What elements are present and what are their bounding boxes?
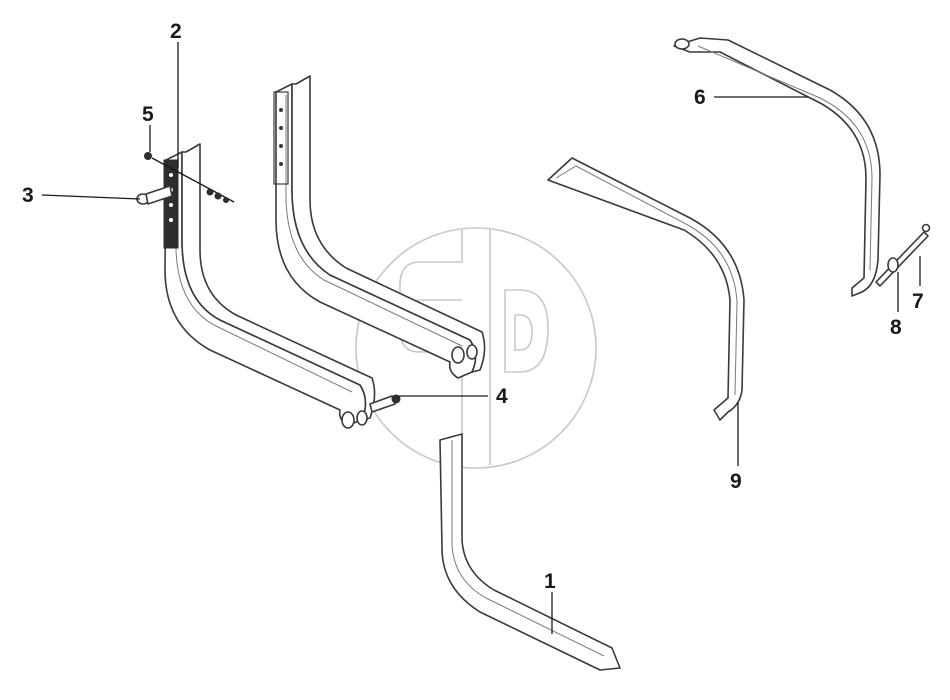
callout-5: 5 bbox=[142, 103, 154, 126]
support-bracket-middle bbox=[273, 75, 486, 379]
callout-labels: 1 2 3 4 5 6 7 8 9 bbox=[22, 20, 924, 593]
callout-6: 6 bbox=[694, 86, 706, 109]
linkage-rod-part-7 bbox=[875, 223, 931, 287]
callout-4: 4 bbox=[496, 385, 508, 408]
pin-part-4 bbox=[369, 394, 401, 413]
bolt-part-5 bbox=[144, 152, 235, 203]
pin-part-3 bbox=[136, 185, 173, 205]
curved-guard-part-9 bbox=[547, 157, 745, 421]
callout-7: 7 bbox=[912, 290, 924, 313]
bushing-part-8 bbox=[887, 257, 899, 273]
upper-guard-part-6 bbox=[673, 37, 881, 297]
callout-9: 9 bbox=[730, 470, 742, 493]
callout-3: 3 bbox=[22, 184, 34, 207]
leader-lines bbox=[41, 42, 921, 634]
support-bracket-left bbox=[163, 143, 376, 429]
callout-8: 8 bbox=[890, 316, 902, 339]
shank-part-1 bbox=[439, 433, 621, 671]
callout-2: 2 bbox=[170, 20, 182, 43]
callout-1: 1 bbox=[544, 570, 556, 593]
